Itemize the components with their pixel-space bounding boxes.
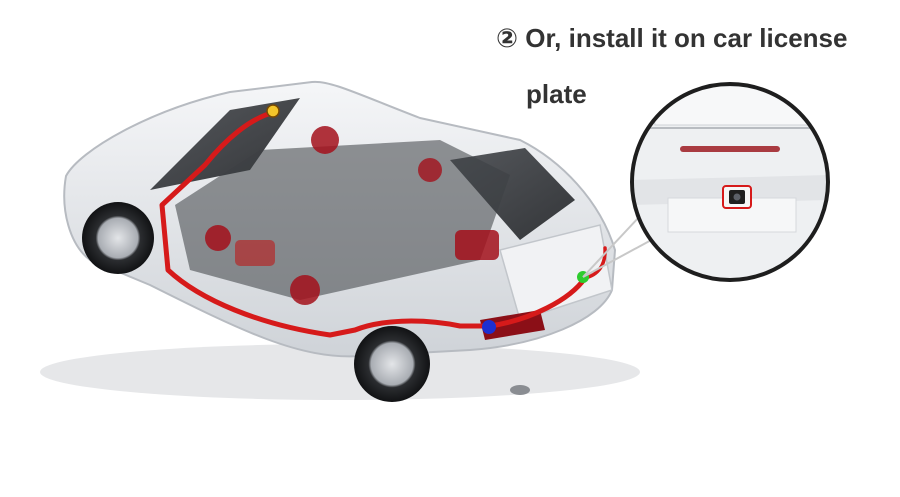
front-camera-marker bbox=[266, 104, 280, 118]
zoom-pointer-line bbox=[582, 237, 656, 278]
car-shadow bbox=[40, 344, 640, 400]
caption-line-2: plate bbox=[526, 79, 587, 109]
camera-cable bbox=[159, 109, 588, 338]
zoom-pointer-line-2 bbox=[582, 215, 641, 278]
camera-icon bbox=[722, 185, 752, 209]
plate-zoom-view bbox=[630, 82, 830, 282]
caption-line-1: ② Or, install it on car license bbox=[496, 23, 848, 53]
rear-connector-marker bbox=[482, 320, 496, 334]
install-caption: ② Or, install it on car license plate bbox=[496, 10, 886, 122]
car-illustration bbox=[63, 80, 617, 402]
